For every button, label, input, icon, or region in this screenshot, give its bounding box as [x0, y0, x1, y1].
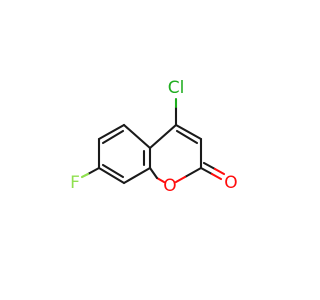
chlorine-atom-label: Cl [168, 78, 185, 98]
bond-c8-c8a [122, 166, 152, 185]
bond-c5-c6-inner [101, 129, 125, 145]
substituent-bonds [80, 97, 226, 181]
bond-c4a-c5 [122, 123, 152, 150]
bond-c7-c8-inner [101, 163, 125, 179]
bond-o1-c8a-red [155, 176, 166, 184]
bond-o1-c2-red [174, 175, 187, 184]
bond-c5-c6 [97, 123, 126, 141]
bond-c2-o-double-a [199, 166, 214, 176]
bond-c4-c3-inner [175, 129, 199, 145]
fluorine-atom-label: F [70, 173, 80, 193]
carbonyl-oxygen-atom-label: O [224, 173, 237, 193]
bond-c2-o-double-a-red [210, 172, 223, 181]
pyranone-ring [148, 123, 203, 184]
molecule-diagram: Cl F O O [70, 78, 238, 196]
bond-o1-c8a [148, 166, 159, 180]
bond-c2-o-double-b-red [213, 167, 226, 176]
bond-c7-c8 [97, 166, 126, 185]
bond-c4-c3 [174, 123, 203, 141]
ring-oxygen-atom-label: O [163, 176, 176, 196]
bond-c7-f-green [80, 172, 90, 179]
bond-c7-f [86, 166, 101, 176]
bond-c2-o-double-b [202, 161, 217, 171]
bond-c4a-c4 [148, 123, 178, 150]
benzene-ring [97, 123, 152, 185]
bond-c2-o1 [183, 166, 203, 179]
